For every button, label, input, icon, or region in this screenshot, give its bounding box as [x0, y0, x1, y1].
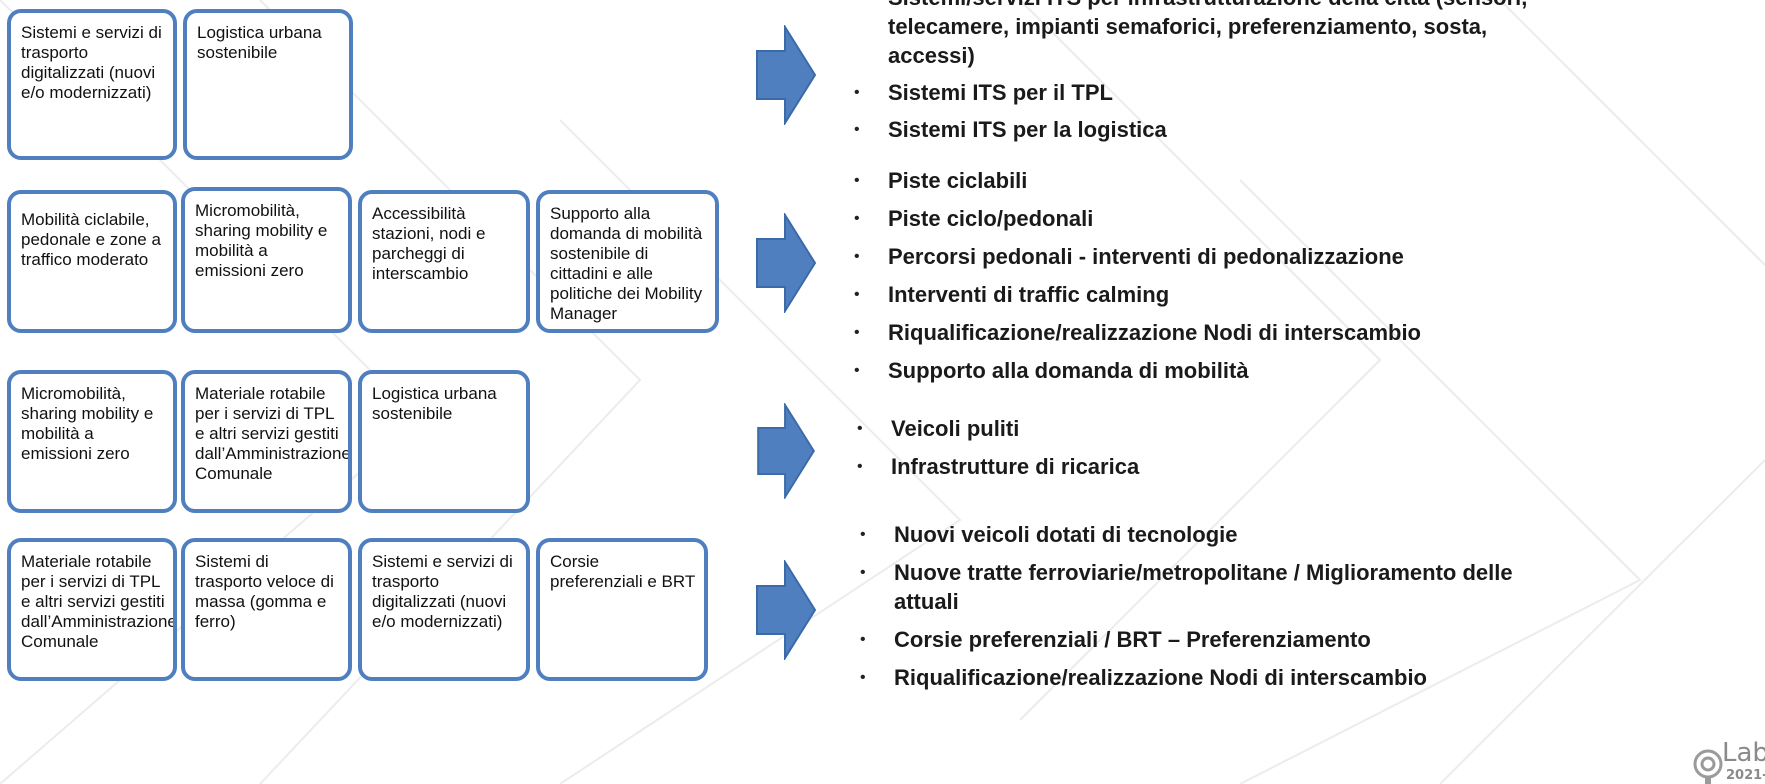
list-item: • Sistemi/servizi ITS per infrastrutturaz… — [852, 0, 1532, 70]
list-item: • Riqualificazione/realizzazione Nodi di … — [858, 663, 1578, 692]
bullet-icon: • — [854, 248, 860, 265]
bullet-icon: • — [854, 121, 860, 138]
bullet-text: Percorsi pedonali - interventi di pedona… — [888, 244, 1404, 269]
list-item: • Corsie preferenziali / BRT – Preferenzi… — [858, 625, 1578, 654]
row1-box-1-text: Sistemi e servizi di trasporto digitaliz… — [21, 23, 162, 102]
bullet-text: Infrastrutture di ricarica — [891, 454, 1140, 479]
labopi-logo-icon — [1693, 749, 1723, 784]
row1-box-2: Logistica urbana sostenibile — [183, 9, 353, 160]
bullet-icon: • — [854, 210, 860, 227]
list-item: • Piste ciclabili — [852, 166, 1552, 195]
bullet-text: Corsie preferenziali / BRT – Preferenzia… — [894, 627, 1371, 652]
bullet-icon: • — [857, 458, 863, 475]
bullet-text: Riqualificazione/realizzazione Nodi di i… — [888, 320, 1421, 345]
logo-text: LabOPi — [1722, 738, 1765, 768]
bullet-text: Piste ciclabili — [888, 168, 1028, 193]
row4-box-1: Materiale rotabile per i servizi di TPL … — [7, 538, 177, 681]
list-item: • Sistemi ITS per la logistica — [852, 115, 1532, 144]
row3-bullet-list: • Veicoli puliti • Infrastrutture di ricar… — [855, 414, 1455, 481]
row3-box-3-text: Logistica urbana sostenibile — [372, 384, 497, 423]
bullet-icon: • — [860, 564, 866, 581]
bullet-text: Piste ciclo/pedonali — [888, 206, 1094, 231]
row2-box-1-text: Mobilità ciclabile, pedonale e zone a tr… — [21, 210, 161, 269]
row2-box-4: Supporto alla domanda di mobilità sosten… — [536, 190, 719, 333]
list-item: • Supporto alla domanda di mobilità — [852, 356, 1552, 385]
list-item: • Percorsi pedonali - interventi di pedon… — [852, 242, 1552, 271]
row2-box-3: Accessibilità stazioni, nodi e parcheggi… — [358, 190, 530, 333]
bullet-text: Sistemi ITS per la logistica — [888, 117, 1167, 142]
list-item: • Nuove tratte ferroviarie/metropolitane … — [858, 558, 1578, 616]
row3-box-2-text: Materiale rotabile per i servizi di TPL … — [195, 384, 351, 483]
row3-box-3: Logistica urbana sostenibile — [358, 370, 530, 513]
row4-box-4: Corsie preferenziali e BRT — [536, 538, 708, 681]
row1-bullet-list: • Sistemi/servizi ITS per infrastrutturaz… — [852, 0, 1532, 144]
bullet-icon: • — [854, 0, 860, 12]
row3-arrow-icon — [757, 403, 815, 499]
list-item: • Nuovi veicoli dotati di tecnologie — [858, 520, 1578, 549]
logo-subtext: 2021-25 — [1726, 768, 1765, 783]
bullet-text: Riqualificazione/realizzazione Nodi di i… — [894, 665, 1427, 690]
row4-box-3: Sistemi e servizi di trasporto digitaliz… — [358, 538, 530, 681]
row1-arrow-icon — [756, 25, 817, 125]
row2-arrow-icon — [756, 213, 817, 313]
row4-box-3-text: Sistemi e servizi di trasporto digitaliz… — [372, 552, 513, 631]
bullet-text: Sistemi/servizi ITS per infrastrutturazi… — [888, 0, 1527, 68]
list-item: • Infrastrutture di ricarica — [855, 452, 1455, 481]
row3-box-2: Materiale rotabile per i servizi di TPL … — [181, 370, 352, 513]
row4-box-2-text: Sistemi di trasporto veloce di massa (go… — [195, 552, 334, 631]
row4-box-2: Sistemi di trasporto veloce di massa (go… — [181, 538, 352, 681]
list-item: • Riqualificazione/realizzazione Nodi di … — [852, 318, 1552, 347]
bullet-icon: • — [860, 631, 866, 648]
list-item: • Veicoli puliti — [855, 414, 1455, 443]
bullet-text: Supporto alla domanda di mobilità — [888, 358, 1249, 383]
row4-box-1-text: Materiale rotabile per i servizi di TPL … — [21, 552, 177, 651]
bullet-text: Veicoli puliti — [891, 416, 1020, 441]
row2-box-4-text: Supporto alla domanda di mobilità sosten… — [550, 204, 703, 323]
bullet-icon: • — [854, 172, 860, 189]
row3-box-1-text: Micromobilità, sharing mobility e mobili… — [21, 384, 154, 463]
list-item: • Interventi di traffic calming — [852, 280, 1552, 309]
bullet-icon: • — [854, 286, 860, 303]
row2-box-1: Mobilità ciclabile, pedonale e zone a tr… — [7, 190, 177, 333]
bullet-icon: • — [854, 84, 860, 101]
row3-box-1: Micromobilità, sharing mobility e mobili… — [7, 370, 177, 513]
bullet-icon: • — [860, 526, 866, 543]
row4-box-4-text: Corsie preferenziali e BRT — [550, 552, 696, 591]
row1-box-1: Sistemi e servizi di trasporto digitaliz… — [7, 9, 177, 160]
bullet-icon: • — [860, 669, 866, 686]
row2-bullet-list: • Piste ciclabili • Piste ciclo/pedonali •… — [852, 166, 1552, 385]
bullet-icon: • — [854, 324, 860, 341]
bullet-text: Sistemi ITS per il TPL — [888, 80, 1113, 105]
bullet-icon: • — [854, 362, 860, 379]
bullet-text: Nuove tratte ferroviarie/metropolitane /… — [894, 560, 1513, 614]
row2-box-2-text: Micromobilità, sharing mobility e mobili… — [195, 201, 328, 280]
row4-arrow-icon — [756, 560, 817, 660]
bullet-icon: • — [857, 420, 863, 437]
list-item: • Piste ciclo/pedonali — [852, 204, 1552, 233]
list-item: • Sistemi ITS per il TPL — [852, 78, 1532, 107]
bullet-text: Interventi di traffic calming — [888, 282, 1170, 307]
row4-bullet-list: • Nuovi veicoli dotati di tecnologie • Nuo… — [858, 520, 1578, 692]
bullet-text: Nuovi veicoli dotati di tecnologie — [894, 522, 1238, 547]
row2-box-3-text: Accessibilità stazioni, nodi e parcheggi… — [372, 204, 486, 283]
row1-box-2-text: Logistica urbana sostenibile — [197, 23, 322, 62]
row2-box-2: Micromobilità, sharing mobility e mobili… — [181, 187, 352, 333]
